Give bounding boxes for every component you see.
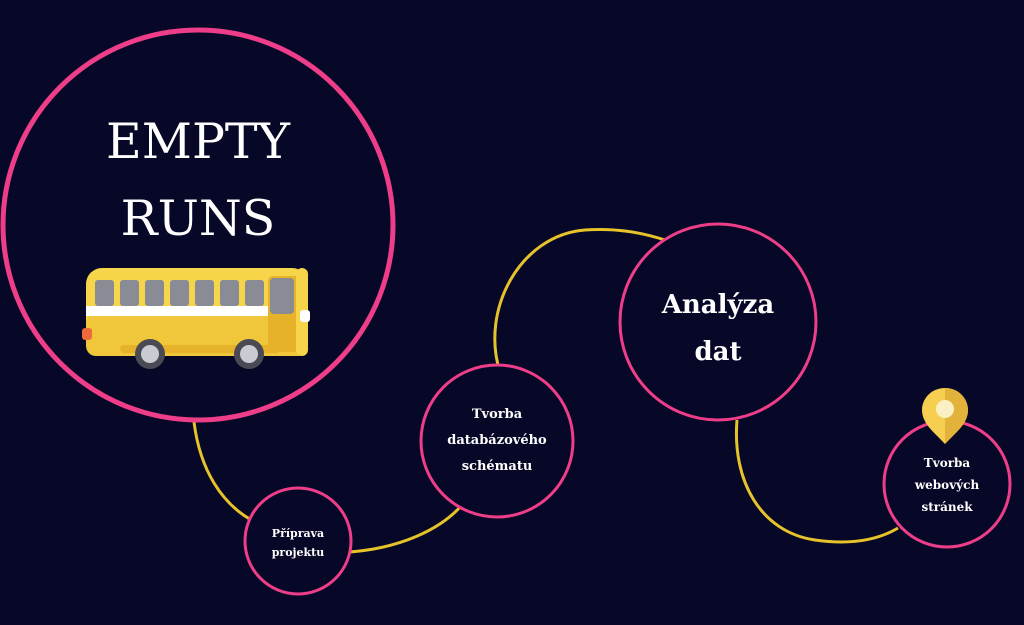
main-node-title-line2: RUNS — [121, 190, 276, 247]
step4-label-line1: Tvorba — [924, 456, 971, 470]
location-pin-icon — [922, 388, 968, 444]
step3-ring — [618, 222, 818, 422]
step-node-tvorba-databazoveho-schematu: Tvorba databázového schématu — [419, 363, 575, 519]
step2-label-line2: databázového — [447, 433, 547, 448]
step2-ring — [419, 363, 575, 519]
step-node-analyza-dat: Analýza dat — [618, 222, 818, 422]
step4-label-line2: webových — [914, 478, 980, 492]
path-main-to-step1 — [192, 421, 256, 524]
step1-ring — [243, 486, 353, 596]
step1-label-line1: Příprava — [272, 527, 324, 540]
step2-label-line1: Tvorba — [472, 407, 523, 422]
path-step1-to-step2 — [349, 504, 464, 554]
path-step3-to-step4 — [734, 419, 899, 544]
main-node: EMPTY RUNS — [0, 27, 396, 423]
main-node-title-line1: EMPTY — [106, 113, 291, 170]
step3-label-line2: dat — [694, 337, 741, 367]
step2-label-line3: schématu — [462, 459, 533, 474]
step3-label-line1: Analýza — [661, 290, 775, 320]
step4-label-line3: stránek — [921, 500, 973, 514]
step1-label-line2: projektu — [272, 546, 325, 559]
bus-icon — [82, 268, 310, 369]
step-node-tvorba-webovych-stranek: Tvorba webových stránek — [882, 419, 1012, 549]
path-step2-to-step3 — [493, 228, 666, 373]
step-node-priprava-projektu: Příprava projektu — [243, 486, 353, 596]
